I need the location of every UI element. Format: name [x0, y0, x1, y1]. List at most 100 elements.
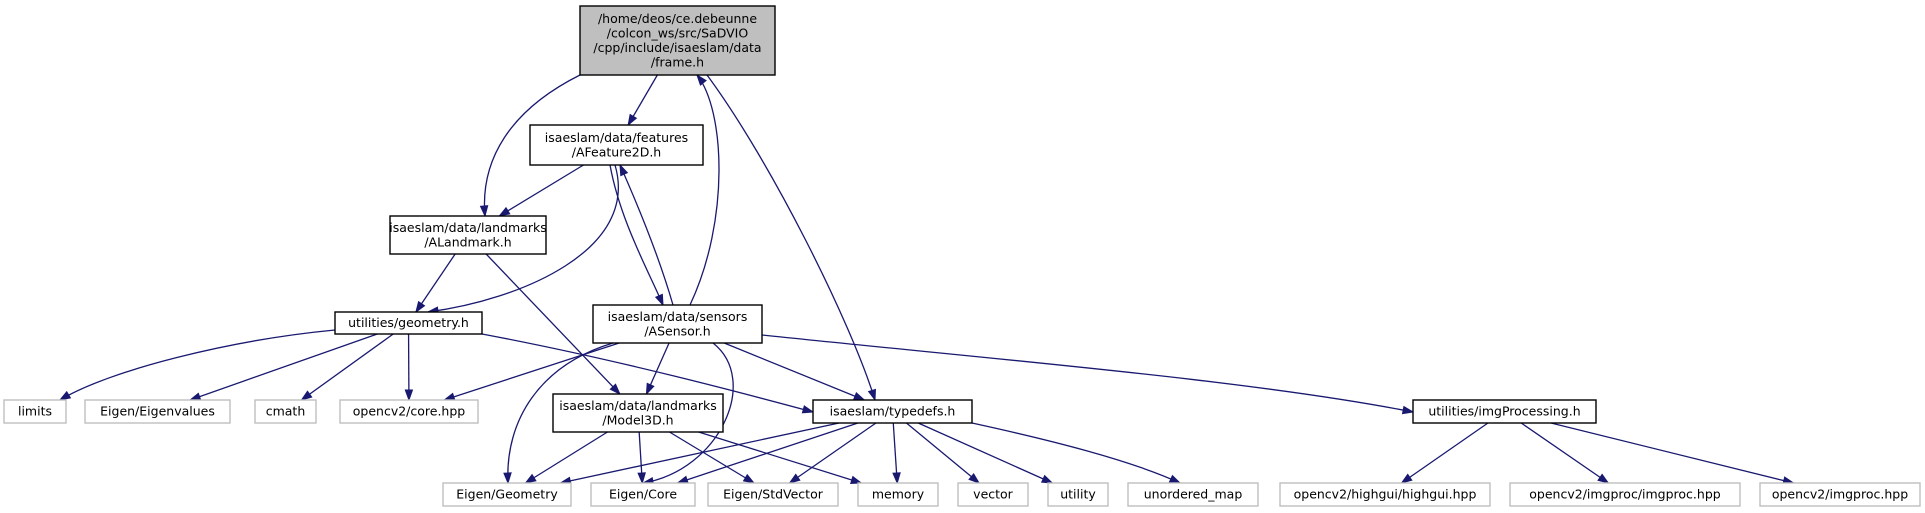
edge-line: [689, 74, 720, 306]
edges-layer: [58, 73, 1795, 486]
node-label-line: vector: [973, 487, 1014, 502]
edge-frame-to-afeature2d: [627, 74, 658, 127]
edge-arrowhead: [524, 473, 537, 484]
node-label-line: isaeslam/typedefs.h: [830, 404, 956, 419]
node-model3d[interactable]: isaeslam/data/landmarks/Model3D.h: [552, 393, 724, 433]
edge-arrowhead: [619, 163, 629, 177]
edge-model3d-to-eigen_geometry: [524, 431, 608, 484]
node-label-line: isaeslam/data/landmarks: [389, 220, 546, 235]
node-box: [857, 482, 939, 507]
node-label-line: /cpp/include/isaeslam/data: [593, 40, 761, 55]
edge-asensor-to-eigen_geometry: [503, 342, 614, 485]
edge-line: [1520, 422, 1609, 484]
node-label-line: /home/deos/ce.debeunne: [598, 11, 757, 26]
edge-alandmark-to-geometry: [415, 253, 456, 314]
edge-geometry-to-cmath: [300, 333, 394, 401]
node-box: [1412, 399, 1597, 424]
edge-arrowhead: [788, 473, 801, 484]
edge-arrowhead: [442, 392, 456, 401]
edge-line: [485, 253, 621, 395]
node-label-line: isaeslam/data/sensors: [608, 309, 748, 324]
edge-arrowhead: [892, 472, 901, 485]
edge-typedefs-to-utility: [917, 422, 1054, 484]
node-box: [552, 393, 724, 433]
edge-line: [1550, 422, 1794, 484]
node-afeature2d[interactable]: isaeslam/data/features/AFeature2D.h: [529, 124, 704, 166]
node-label-line: /AFeature2D.h: [572, 144, 661, 159]
edge-arrowhead: [645, 382, 655, 396]
node-box: [442, 482, 572, 507]
node-label-line: Eigen/StdVector: [723, 487, 824, 502]
edge-line: [507, 342, 614, 484]
node-box: [590, 482, 696, 507]
edge-line: [971, 422, 1181, 484]
node-frame[interactable]: /home/deos/ce.debeunne/colcon_ws/src/SaD…: [579, 5, 776, 76]
node-typedefs[interactable]: isaeslam/typedefs.h: [812, 399, 973, 424]
edge-arrowhead: [1040, 474, 1054, 484]
edge-asensor-to-opencv_core: [442, 342, 620, 401]
edge-alandmark-to-model3d: [485, 253, 621, 396]
edge-arrowhead: [968, 472, 981, 484]
edge-model3d-to-eigen_core: [637, 431, 646, 485]
node-label-line: unordered_map: [1144, 487, 1243, 502]
node-vector: vector: [957, 482, 1029, 507]
edge-afeature2d-to-asensor: [609, 164, 664, 307]
edge-typedefs-to-memory: [892, 422, 901, 485]
node-box: [334, 311, 483, 335]
node-label-line: utility: [1060, 487, 1096, 502]
node-alandmark[interactable]: isaeslam/data/landmarks/ALandmark.h: [389, 215, 547, 255]
edge-geometry-to-eigenvalues: [188, 333, 378, 401]
node-geometry[interactable]: utilities/geometry.h: [334, 311, 483, 335]
edge-arrowhead: [637, 472, 646, 485]
node-label-line: /Model3D.h: [602, 412, 673, 427]
edge-frame-to-typedefs: [706, 74, 876, 402]
edge-arrowhead: [852, 392, 866, 401]
edge-imgprocessing-to-imgproc: [1550, 422, 1795, 485]
edge-arrowhead: [609, 383, 621, 396]
node-memory: memory: [857, 482, 939, 507]
edge-geometry-to-typedefs: [481, 333, 815, 414]
edge-arrowhead: [627, 113, 638, 127]
edge-asensor-to-typedefs: [723, 342, 866, 401]
edge-line: [59, 329, 336, 401]
edge-typedefs-to-eigen_stdvector: [788, 422, 877, 484]
node-imgproc-imgproc: opencv2/imgproc/imgproc.hpp: [1509, 482, 1741, 507]
edge-arrowhead: [503, 472, 512, 485]
node-label-line: utilities/imgProcessing.h: [1428, 404, 1580, 419]
edge-line: [499, 164, 584, 217]
edge-line: [698, 431, 862, 484]
edge-line: [481, 333, 814, 413]
node-label-line: opencv2/imgproc/imgproc.hpp: [1529, 487, 1720, 502]
node-imgprocessing[interactable]: utilities/imgProcessing.h: [1412, 399, 1597, 424]
node-label-line: cmath: [266, 404, 306, 419]
node-box: [1279, 482, 1491, 507]
edge-model3d-to-memory: [698, 431, 863, 484]
node-box: [1127, 482, 1259, 507]
node-label-line: Eigen/Eigenvalues: [100, 404, 215, 419]
node-label-line: isaeslam/data/landmarks: [559, 398, 716, 413]
edge-arrowhead: [696, 73, 707, 86]
edge-line: [609, 164, 664, 306]
node-label-line: /ALandmark.h: [424, 234, 511, 249]
node-label-line: /frame.h: [651, 54, 704, 69]
node-box: [389, 215, 547, 255]
edge-geometry-to-limits: [58, 329, 336, 401]
edge-line: [723, 342, 865, 401]
node-label-line: opencv2/highgui/highgui.hpp: [1294, 487, 1477, 502]
edge-line: [789, 422, 877, 484]
node-label-line: memory: [872, 487, 925, 502]
node-label-line: opencv2/core.hpp: [353, 404, 466, 419]
node-label-line: Eigen/Geometry: [456, 487, 558, 502]
edge-asensor-to-imgprocessing: [761, 334, 1415, 415]
edge-arrowhead: [850, 475, 863, 484]
edge-asensor-to-frame: [689, 73, 720, 306]
edge-typedefs-to-vector: [906, 422, 981, 484]
edge-frame-to-alandmark: [479, 74, 581, 218]
edge-line: [483, 74, 581, 217]
edge-arrowhead: [867, 388, 876, 402]
node-box: [3, 399, 67, 424]
edge-afeature2d-to-alandmark: [498, 164, 584, 217]
node-box: [957, 482, 1029, 507]
node-asensor[interactable]: isaeslam/data/sensors/ASensor.h: [592, 304, 763, 344]
